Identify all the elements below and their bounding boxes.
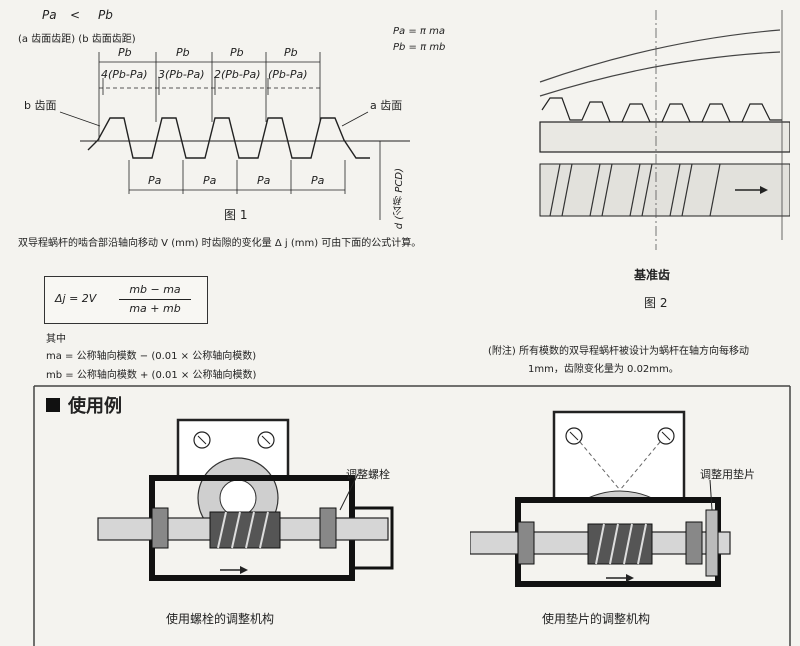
- pa-symbol: Pa: [42, 8, 57, 22]
- pb-label-1: Pb: [118, 46, 132, 59]
- usage-title-text: 使用例: [68, 396, 122, 417]
- formula-pb: Pb = π mb: [393, 42, 446, 53]
- less-than-symbol: <: [70, 8, 81, 22]
- pa-label-2: Pa: [203, 174, 217, 187]
- mb-definition: mb = 公称轴向模数 + (0.01 × 公称轴向模数): [46, 370, 257, 381]
- diff-label-2: 2(Pb-Pa): [214, 68, 261, 81]
- bolt-mechanism-caption: 使用螺栓的调整机构: [166, 612, 275, 626]
- figure-1-caption: 图 1: [224, 208, 248, 222]
- pitch-caption: (a 齿面齿距) (b 齿面齿距): [18, 34, 136, 45]
- adjustment-bolt-label: 调整螺栓: [346, 468, 390, 481]
- diff-label-3: 3(Pb-Pa): [158, 68, 205, 81]
- ma-definition: ma = 公称轴向模数 − (0.01 × 公称轴向模数): [46, 351, 257, 362]
- pa-label-1: Pa: [148, 174, 162, 187]
- pa-label-3: Pa: [257, 174, 271, 187]
- formula-numerator: mb − ma: [129, 283, 181, 296]
- pb-label-4: Pb: [284, 46, 298, 59]
- diff-label-4: 4(Pb-Pa): [101, 68, 148, 81]
- shim-label: 调整用垫片: [700, 468, 755, 481]
- pb-symbol: Pb: [98, 8, 113, 22]
- note-line-1: (附注) 所有模数的双导程蜗杆被设计为蜗杆在轴方向每移动: [488, 346, 749, 357]
- figure-1-diagram: [59, 52, 410, 220]
- reference-tooth-label: 基准齿: [634, 268, 671, 282]
- a-face-label: a 齿面: [370, 99, 403, 112]
- formula-denominator: ma + mb: [129, 302, 181, 315]
- shim-adjustment-mechanism: [470, 410, 731, 587]
- usage-section-title: 使用例: [46, 392, 122, 418]
- b-face-label: b 齿面: [24, 99, 57, 112]
- formula-lhs: Δj = 2V: [55, 292, 97, 305]
- note-line-2: 1mm，齿隙变化量为 0.02mm。: [528, 364, 679, 375]
- diff-label-1: (Pb-Pa): [268, 68, 308, 81]
- formula-box: Δj = 2V mb − ma ma + mb: [44, 276, 208, 324]
- title-square-icon: [46, 398, 60, 412]
- pb-label-2: Pb: [176, 46, 190, 59]
- pb-label-3: Pb: [230, 46, 244, 59]
- bolt-adjustment-mechanism: [97, 418, 394, 581]
- figure-2-caption: 图 2: [644, 296, 668, 310]
- figure-2-diagram: [539, 10, 790, 250]
- shim-mechanism-caption: 使用垫片的调整机构: [542, 612, 651, 626]
- formula-pa: Pa = π ma: [393, 26, 445, 37]
- where-label: 其中: [46, 334, 66, 345]
- pa-label-4: Pa: [311, 174, 325, 187]
- fraction-bar: [119, 299, 191, 300]
- description-paragraph: 双导程蜗杆的啮合部沿轴向移动 V (mm) 时齿隙的变化量 Δ j (mm) 可…: [18, 238, 422, 249]
